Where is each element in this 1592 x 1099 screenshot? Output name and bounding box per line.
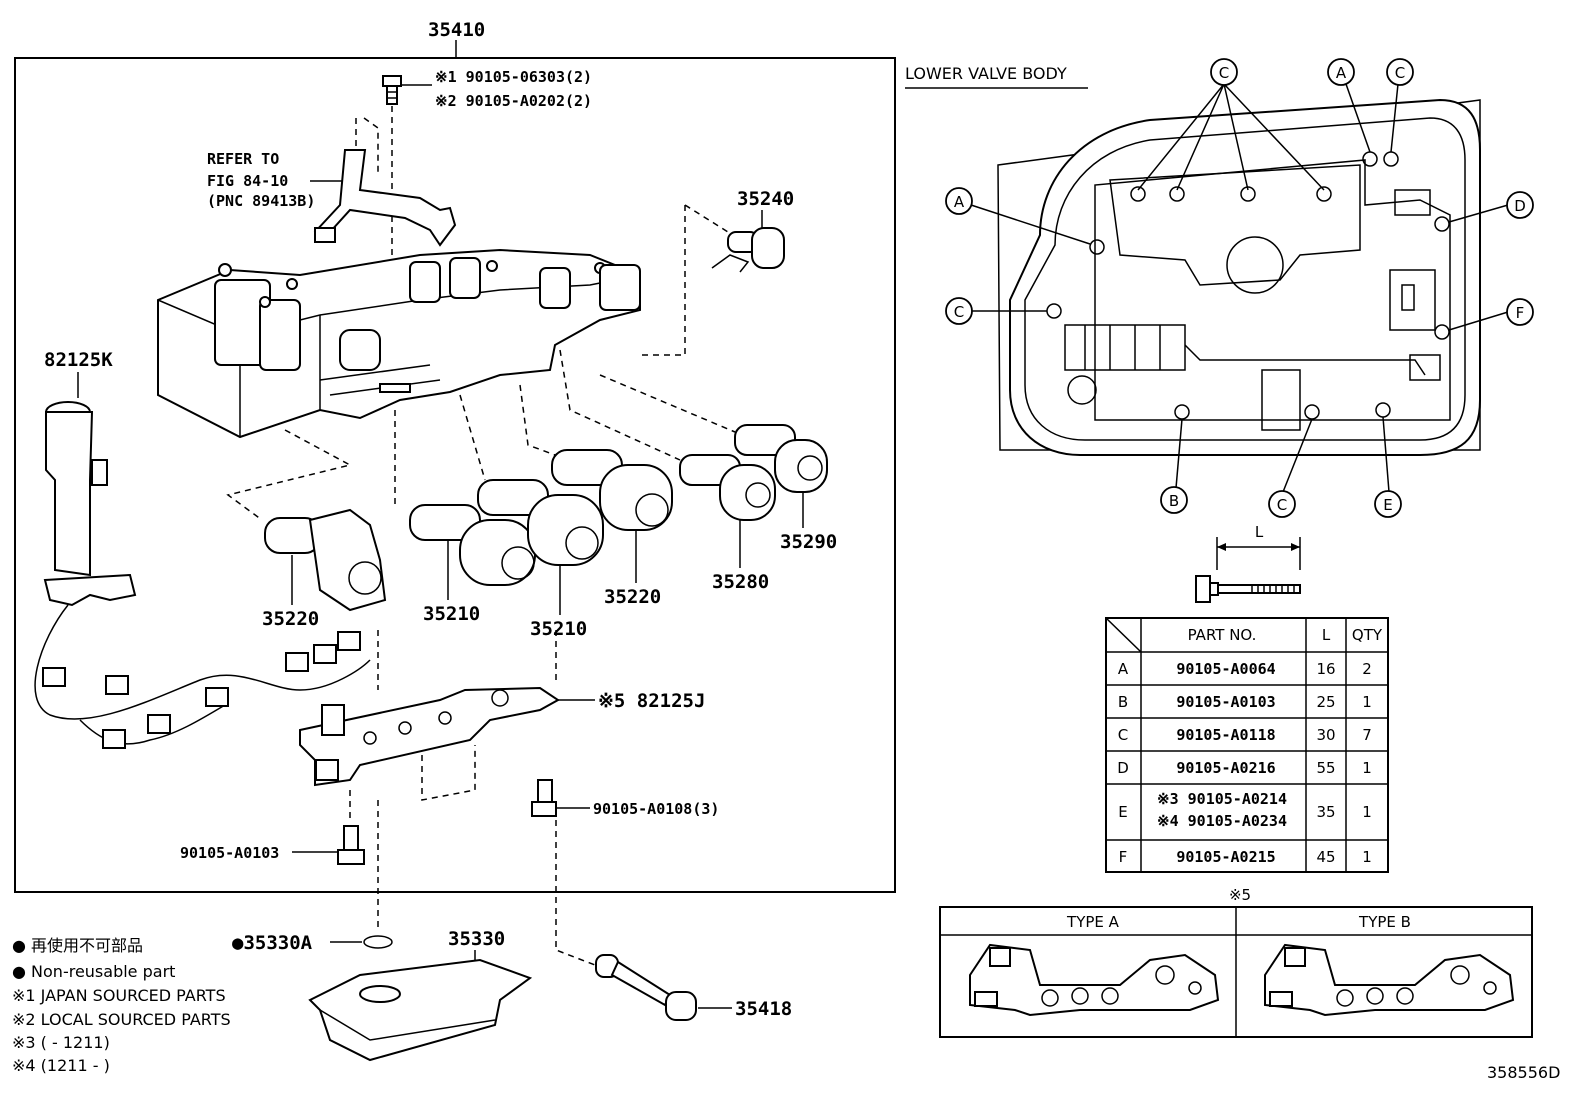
parts-table: PART NO. L QTY A 90105-A0064 16 2 B 9010… bbox=[1105, 617, 1389, 873]
row-d-qty: 1 bbox=[1362, 759, 1372, 777]
legend-line-5: ※3 ( - 1211) bbox=[12, 1033, 110, 1052]
o-ring-35330A bbox=[363, 935, 393, 949]
row-b-qty: 1 bbox=[1362, 693, 1372, 711]
solenoid-35280 bbox=[679, 454, 776, 521]
solenoid-35220-right bbox=[551, 449, 673, 531]
row-f-l: 45 bbox=[1316, 848, 1335, 866]
label-90105-A0108: 90105-A0108(3) bbox=[593, 800, 719, 818]
pipe-35418 bbox=[595, 954, 697, 1021]
label-main-part: 35410 bbox=[428, 19, 485, 41]
callout-b-bottom: B bbox=[1169, 492, 1179, 510]
upper-harness-bracket bbox=[313, 117, 457, 247]
row-e-qty: 1 bbox=[1362, 803, 1372, 821]
row-f-key: F bbox=[1119, 848, 1128, 866]
callout-a-left: A bbox=[954, 193, 965, 211]
row-c-key: C bbox=[1118, 726, 1128, 744]
label-35330: 35330 bbox=[448, 928, 505, 950]
legend-line-1: ● 再使用不可部品 bbox=[12, 936, 143, 955]
row-e-part-2: ※4 90105-A0234 bbox=[1157, 812, 1287, 830]
label-35220-right: 35220 bbox=[604, 586, 661, 608]
solenoid-35220-left bbox=[264, 508, 387, 612]
valve-body bbox=[157, 248, 641, 439]
solenoid-35290 bbox=[734, 424, 828, 493]
type-a-bracket bbox=[969, 943, 1220, 1017]
lower-valve-body-title: LOWER VALVE BODY bbox=[905, 64, 1067, 83]
label-35280: 35280 bbox=[712, 571, 769, 593]
callout-c-top: C bbox=[1219, 64, 1229, 82]
row-b-part: 90105-A0103 bbox=[1176, 693, 1275, 711]
row-d-l: 55 bbox=[1316, 759, 1335, 777]
types-note: ※5 bbox=[1229, 886, 1251, 904]
refer-line-3: (PNC 89413B) bbox=[207, 192, 315, 210]
table-header-qty: QTY bbox=[1352, 626, 1383, 644]
bolt-90105-A0108 bbox=[531, 779, 557, 817]
label-35290: 35290 bbox=[780, 531, 837, 553]
sensor-82125K bbox=[43, 401, 137, 607]
row-d-part: 90105-A0216 bbox=[1176, 759, 1275, 777]
row-e-part-1: ※3 90105-A0214 bbox=[1157, 790, 1287, 808]
type-a-label: TYPE A bbox=[1066, 913, 1120, 931]
bolt-note-1: ※1 90105-06303(2) bbox=[435, 68, 592, 86]
solenoid-35210-right bbox=[477, 479, 604, 566]
type-b-label: TYPE B bbox=[1358, 913, 1411, 931]
lower-valve-body-view bbox=[997, 98, 1481, 456]
strainer-35330 bbox=[308, 958, 533, 1062]
dimension-label: L bbox=[1255, 523, 1264, 541]
row-e-l: 35 bbox=[1316, 803, 1335, 821]
callout-c-bottom: C bbox=[1277, 496, 1287, 514]
row-b-key: B bbox=[1118, 693, 1128, 711]
callout-c-top-right: C bbox=[1395, 64, 1405, 82]
solenoid-35240 bbox=[711, 227, 785, 273]
callout-c-left: C bbox=[954, 303, 964, 321]
types-box: TYPE A TYPE B bbox=[939, 906, 1533, 1038]
row-c-part: 90105-A0118 bbox=[1176, 726, 1275, 744]
table-header-part: PART NO. bbox=[1188, 626, 1257, 644]
row-b-l: 25 bbox=[1316, 693, 1335, 711]
label-35220-left: 35220 bbox=[262, 608, 319, 630]
row-a-key: A bbox=[1118, 660, 1129, 678]
solenoid-35210-left bbox=[409, 504, 536, 586]
callout-f-right: F bbox=[1516, 304, 1525, 322]
legend-line-6: ※4 (1211 - ) bbox=[12, 1056, 110, 1075]
label-82125J: ※5 82125J bbox=[598, 690, 705, 712]
label-35210-left: 35210 bbox=[423, 603, 480, 625]
row-f-qty: 1 bbox=[1362, 848, 1372, 866]
bolt-90105-A0103 bbox=[337, 825, 365, 865]
harness-connectors bbox=[42, 631, 361, 749]
legend-line-4: ※2 LOCAL SOURCED PARTS bbox=[12, 1010, 231, 1029]
bolt-note-2: ※2 90105-A0202(2) bbox=[435, 92, 592, 110]
callout-d-right: D bbox=[1514, 197, 1526, 215]
row-c-qty: 7 bbox=[1362, 726, 1372, 744]
refer-line-2: FIG 84-10 bbox=[207, 172, 288, 190]
legend-line-2: ● Non-reusable part bbox=[12, 962, 175, 981]
legend-line-3: ※1 JAPAN SOURCED PARTS bbox=[12, 986, 226, 1005]
label-90105-A0103: 90105-A0103 bbox=[180, 844, 279, 862]
label-82125K: 82125K bbox=[44, 349, 113, 371]
row-c-l: 30 bbox=[1316, 726, 1335, 744]
label-35418: 35418 bbox=[735, 998, 792, 1020]
callout-circles: C A C A D C F B C E bbox=[945, 58, 1534, 518]
bolt-top bbox=[382, 75, 402, 105]
row-f-part: 90105-A0215 bbox=[1176, 848, 1275, 866]
row-a-l: 16 bbox=[1316, 660, 1335, 678]
label-35240: 35240 bbox=[737, 188, 794, 210]
callout-a-top: A bbox=[1336, 64, 1347, 82]
row-d-key: D bbox=[1117, 759, 1129, 777]
row-a-part: 90105-A0064 bbox=[1176, 660, 1275, 678]
callout-e-bottom: E bbox=[1383, 496, 1392, 514]
row-e-key: E bbox=[1118, 803, 1127, 821]
label-35330A: ●35330A bbox=[232, 932, 313, 954]
row-a-qty: 2 bbox=[1362, 660, 1372, 678]
bolt-dimension-icon bbox=[1195, 575, 1301, 603]
footer-code: 358556D bbox=[1487, 1063, 1560, 1082]
table-header-l: L bbox=[1322, 626, 1331, 644]
main-frame bbox=[14, 57, 896, 893]
label-35210-right: 35210 bbox=[530, 618, 587, 640]
refer-line-1: REFER TO bbox=[207, 150, 279, 168]
bracket-82125J bbox=[299, 686, 560, 787]
type-b-bracket bbox=[1264, 943, 1515, 1017]
